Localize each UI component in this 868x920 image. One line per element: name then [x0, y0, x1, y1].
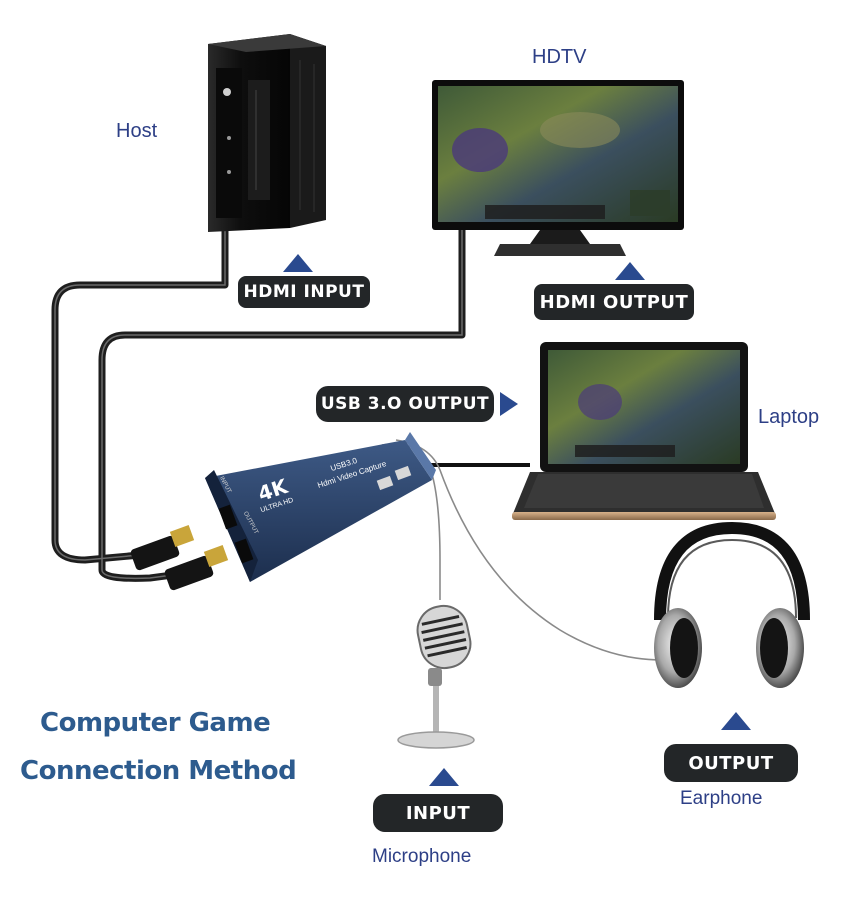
capture-card-icon [205, 432, 436, 582]
microphone-icon [397, 604, 475, 749]
hdmi-input-tag: HDMI INPUT [238, 276, 370, 308]
diagram-title-line1: Computer Game [40, 708, 271, 738]
up-arrow-icon [615, 262, 645, 280]
up-arrow-icon [283, 254, 313, 272]
hdmi-cables-highlight [54, 225, 463, 580]
output-tag: OUTPUT [664, 744, 798, 782]
earphone-cable [395, 439, 663, 661]
hdmi-plug-icon [130, 525, 195, 571]
usb-output-tag: USB 3.O OUTPUT [316, 386, 494, 422]
laptop-label: Laptop [758, 406, 820, 428]
host-label: Host [116, 120, 158, 142]
up-arrow-icon [429, 768, 459, 786]
earphone-label: Earphone [680, 788, 763, 809]
right-arrow-icon [500, 392, 518, 416]
hdtv-label: HDTV [532, 46, 587, 68]
direction-arrows [283, 254, 751, 786]
up-arrow-icon [721, 712, 751, 730]
microphone-label: Microphone [372, 846, 472, 867]
pc-tower-icon [208, 34, 326, 232]
hdmi-output-tag: HDMI OUTPUT [534, 284, 694, 320]
diagram-title-line2: Connection Method [20, 756, 297, 786]
laptop-icon [512, 342, 776, 520]
hdmi-plug-icon [164, 545, 229, 591]
monitor-icon [432, 80, 684, 256]
input-tag: INPUT [373, 794, 503, 832]
headphones-icon [654, 521, 810, 688]
